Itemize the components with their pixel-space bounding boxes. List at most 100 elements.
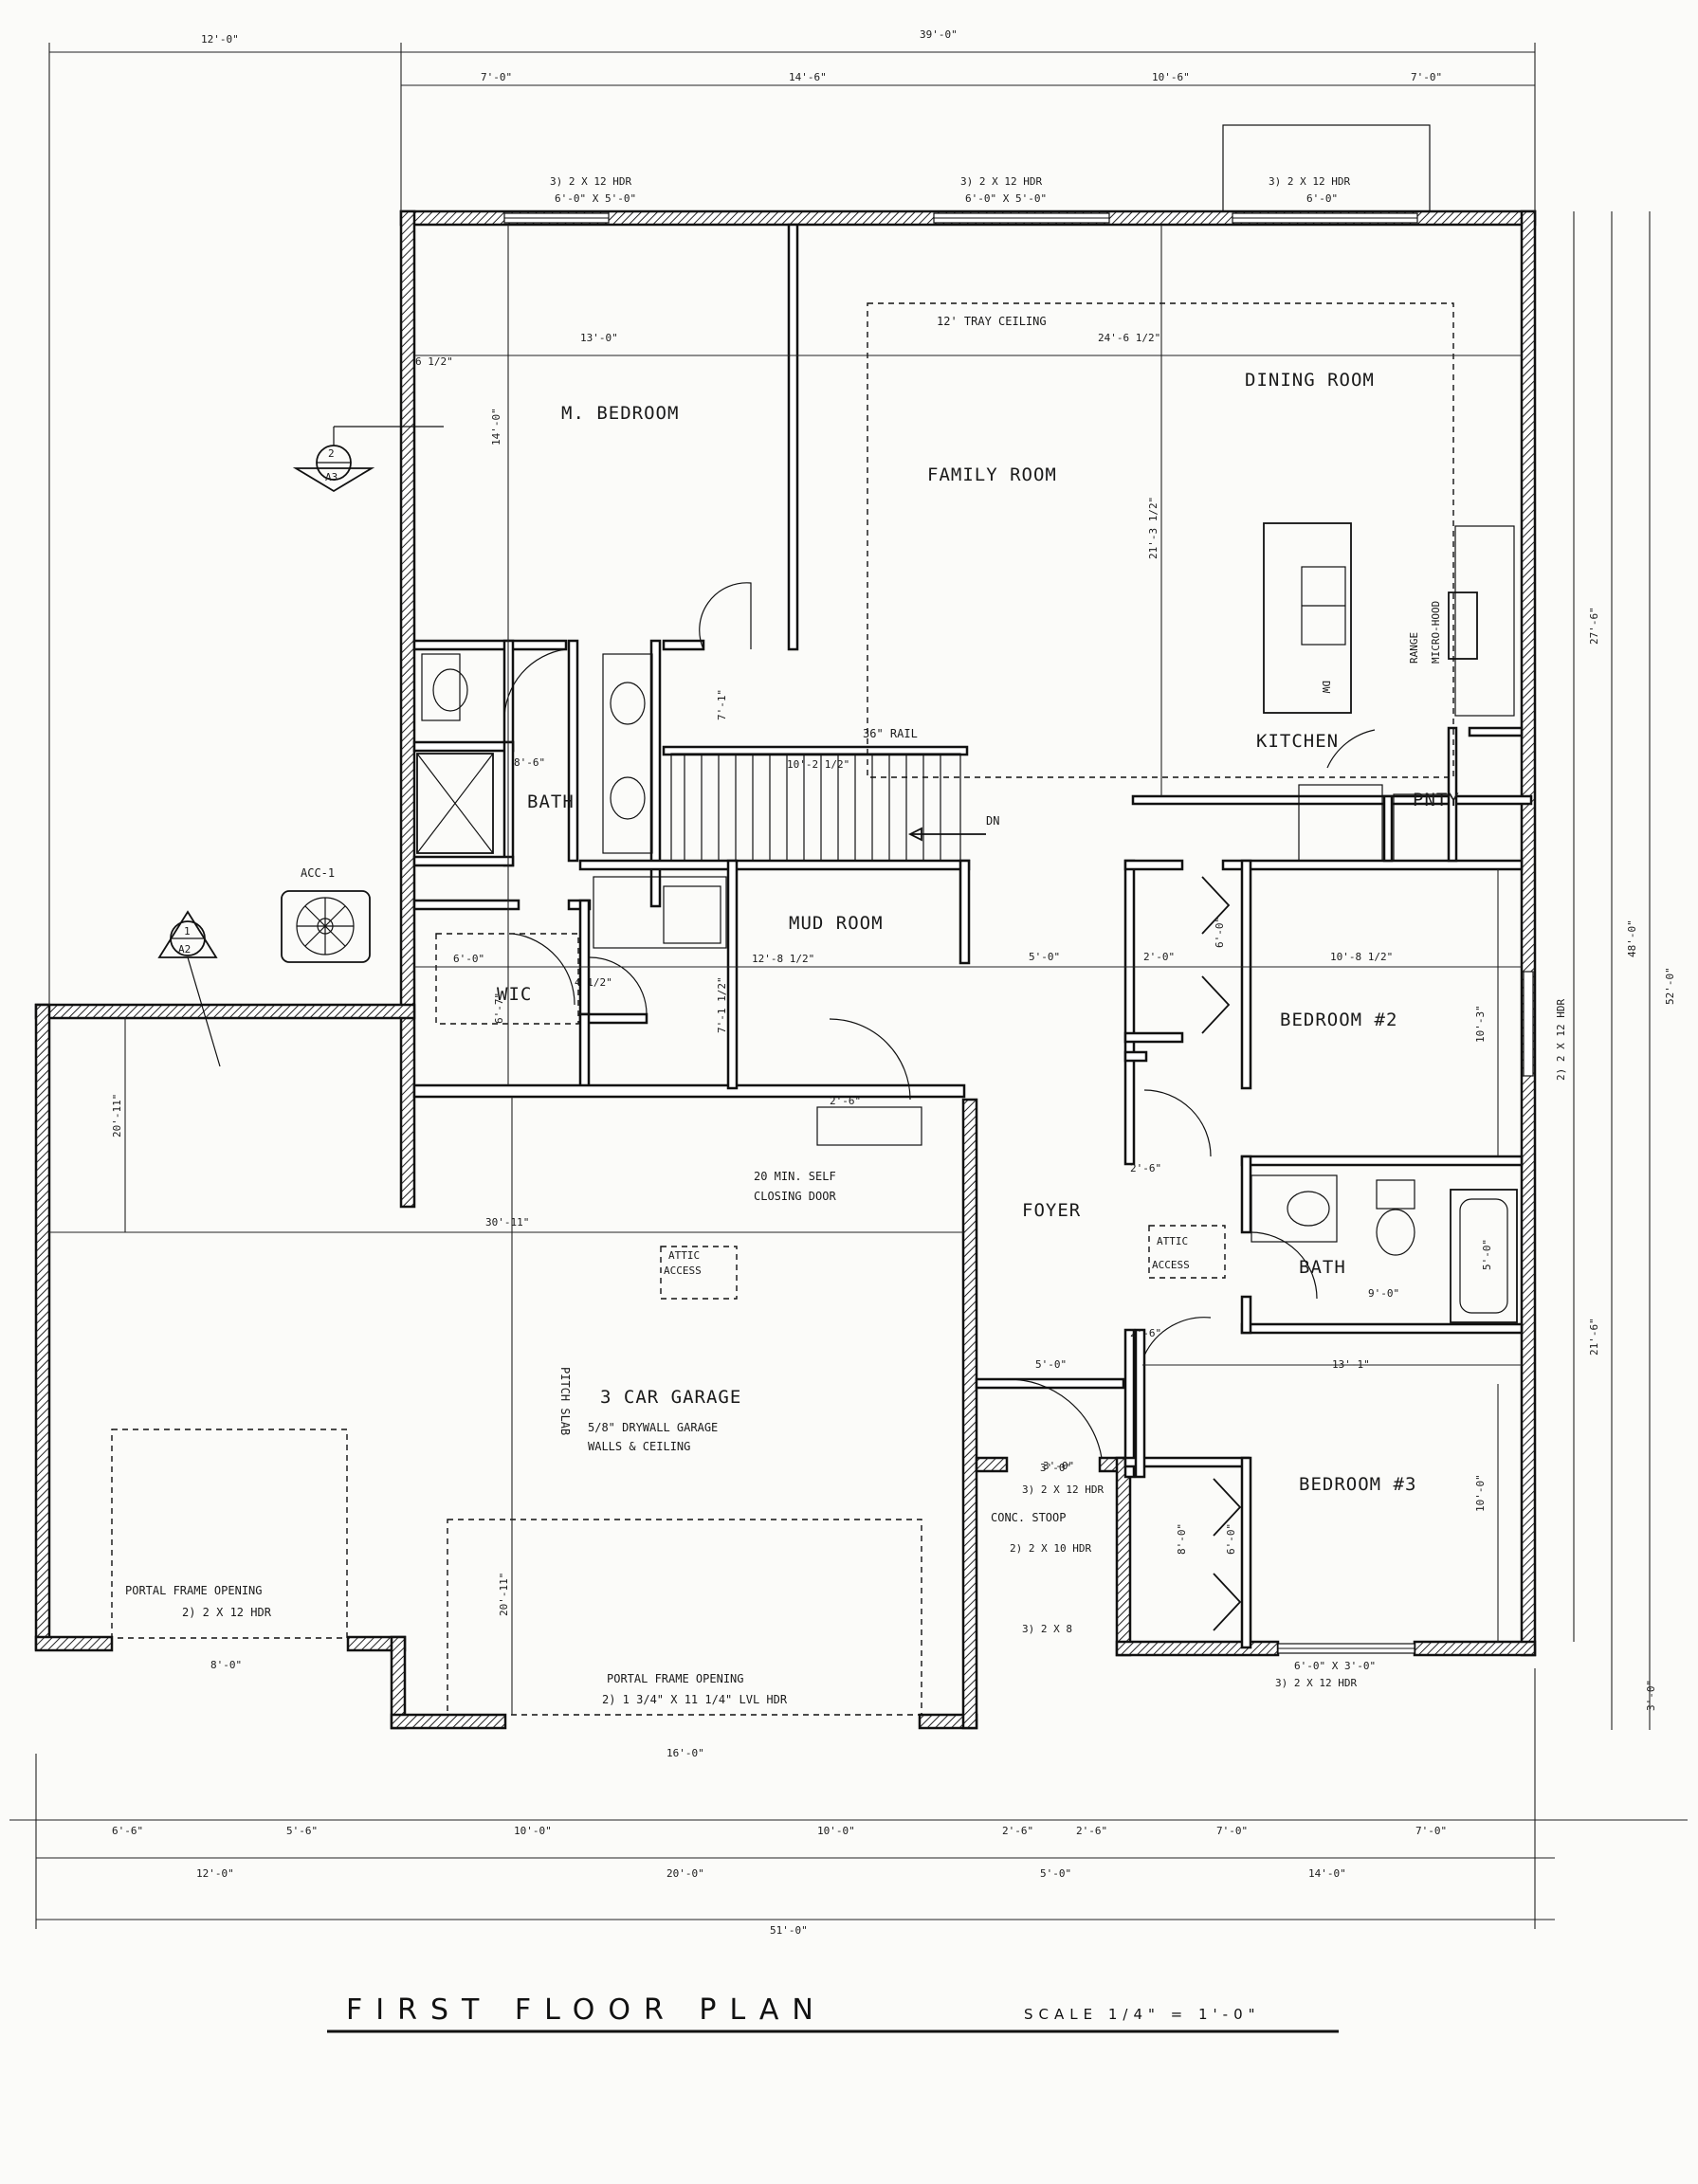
- portal-main-1: PORTAL FRAME OPENING: [607, 1672, 744, 1685]
- dim-bedroom-3-width: 13'-1": [1332, 1358, 1370, 1371]
- dim-bottom-2: 5'-6": [286, 1825, 318, 1837]
- attic-label-2b: ACCESS: [1152, 1259, 1190, 1271]
- dim-mud-width: 12'-8 1/2": [752, 953, 814, 965]
- range-note: RANGE: [1408, 632, 1420, 664]
- dim-bottom2-2: 20'-0": [666, 1867, 704, 1880]
- dim-bedroom-3-height: 10'-0": [1474, 1474, 1487, 1512]
- dim-top-3: 10'-6": [1152, 71, 1190, 83]
- dim-wic-height: 6'-7": [493, 992, 505, 1024]
- dim-master-bed-height: 14'-0": [490, 408, 502, 446]
- header-top-2b: 6'-0" X 5'-0": [965, 192, 1047, 205]
- section-mark-1-number: 2: [328, 447, 335, 460]
- dim-bottom-7: 7'-0": [1216, 1825, 1248, 1837]
- room-label-bedroom-2: BEDROOM #2: [1280, 1010, 1397, 1030]
- dim-right-stoop: 3'-0": [1645, 1680, 1657, 1711]
- dim-stair-width: 10'-2 1/2": [787, 758, 849, 771]
- dim-top-left: 12'-0": [201, 33, 239, 46]
- dim-door-bedroom-2: 2'-6": [1130, 1162, 1161, 1174]
- dim-closet-width: 2'-0": [1143, 951, 1175, 963]
- dim-right-upper: 27'-6": [1588, 607, 1600, 645]
- down-arrow-label: DN: [986, 814, 999, 828]
- dim-top-1: 7'-0": [481, 71, 512, 83]
- dim-garage-door-2: 16'-0": [666, 1747, 704, 1759]
- dashed-lines: [111, 302, 1454, 1716]
- acc-label: ACC-1: [301, 866, 335, 880]
- annotations: 12' TRAY CEILING 36" RAIL DN RANGE MICRO…: [125, 175, 1567, 1706]
- dim-door-mud: 2'-6": [830, 1095, 861, 1107]
- dim-right-overall: 52'-0": [1664, 967, 1676, 1005]
- stoop-beam: 3) 2 X 8: [1022, 1623, 1072, 1635]
- plan-title: FIRST FLOOR PLAN: [346, 1993, 827, 2027]
- attic-label-2: ATTIC: [1157, 1235, 1188, 1247]
- dim-mud-height: 7'-1 1/2": [716, 976, 728, 1033]
- dim-bottom-8: 7'-0": [1415, 1825, 1447, 1837]
- room-label-foyer: FOYER: [1022, 1200, 1081, 1221]
- dimension-lines: [9, 43, 1688, 1929]
- fixtures: [281, 522, 1518, 1631]
- room-label-bath-2: BATH: [1299, 1257, 1346, 1278]
- dim-closet-b3: 6'-0": [1225, 1523, 1237, 1555]
- dim-garage-height: 20'-11": [111, 1094, 123, 1138]
- dim-master-bed-width: 13'-0": [580, 332, 618, 344]
- room-label-master-bedroom: M. BEDROOM: [561, 403, 679, 424]
- attic-label-1b: ACCESS: [664, 1265, 702, 1277]
- portal-left-2: 2) 2 X 12 HDR: [182, 1606, 272, 1619]
- header-top-3: 3) 2 X 12 HDR: [1269, 175, 1350, 188]
- dim-bottom-1: 6'-6": [112, 1825, 143, 1837]
- portal-main-2: 2) 1 3/4" X 11 1/4" LVL HDR: [602, 1693, 788, 1706]
- room-label-kitchen: KITCHEN: [1256, 731, 1339, 752]
- microhood-note: MICRO-HOOD: [1430, 601, 1442, 664]
- garage-note-1: 5/8" DRYWALL GARAGE: [588, 1421, 718, 1434]
- dim-wic-width: 6'-0": [453, 953, 484, 965]
- room-label-pantry: PNTY: [1413, 790, 1460, 810]
- dim-stair-height: 7'-1": [716, 689, 728, 720]
- tray-ceiling-note: 12' TRAY CEILING: [937, 315, 1047, 328]
- dim-right-mid: 48'-0": [1626, 919, 1638, 957]
- dim-garage-height-2: 20'-11": [498, 1573, 510, 1616]
- portal-left-1: PORTAL FRAME OPENING: [125, 1584, 263, 1597]
- title-block: FIRST FLOOR PLAN SCALE 1/4" = 1'-0": [346, 1993, 1261, 2027]
- dim-bottom2-3: 5'-0": [1040, 1867, 1071, 1880]
- dim-bedroom-2-width: 10'-8 1/2": [1330, 951, 1393, 963]
- header-top-3b: 6'-0": [1306, 192, 1338, 205]
- dim-garage-width: 30'-11": [485, 1216, 529, 1228]
- dim-tub-length: 5'-0": [1481, 1239, 1493, 1270]
- dim-closet-b3b: 8'-0": [1176, 1523, 1188, 1555]
- dim-door-bedroom-3: 2'-6": [1130, 1327, 1161, 1339]
- section-mark-2-number: 1: [184, 925, 191, 937]
- dim-hall-width: 5'-0": [1029, 951, 1060, 963]
- dim-wall-thickness: 6 1/2": [415, 355, 453, 368]
- dim-stoop-width: 3'-0": [1040, 1462, 1071, 1474]
- dim-door-front: 3'-0": [1043, 1460, 1074, 1472]
- room-labels: M. BEDROOM FAMILY ROOM DINING ROOM KITCH…: [497, 370, 1460, 1524]
- section-mark-1-sheet: A3: [325, 471, 338, 483]
- pitch-slab-note: PITCH SLAB: [558, 1367, 572, 1435]
- dim-top-2: 14'-6": [789, 71, 827, 83]
- room-label-dining-room: DINING ROOM: [1245, 370, 1375, 391]
- attic-label-1: ATTIC: [668, 1249, 700, 1262]
- garage-note-2: WALLS & CEILING: [588, 1440, 690, 1453]
- dim-foyer-width: 5'-0": [1035, 1358, 1067, 1371]
- self-closing-note-1: 20 MIN. SELF: [754, 1170, 836, 1183]
- rail-note: 36" RAIL: [863, 727, 918, 740]
- header-top-1b: 6'-0" X 5'-0": [555, 192, 636, 205]
- room-label-master-bath: BATH: [527, 792, 575, 812]
- dim-bottom-overall: 51'-0": [770, 1924, 808, 1937]
- dim-bottom2-4: 14'-0": [1308, 1867, 1346, 1880]
- dimension-text: 39'-0" 12'-0" 7'-0" 14'-6" 10'-6" 7'-0" …: [111, 28, 1676, 1937]
- room-label-mud-room: MUD ROOM: [789, 913, 884, 934]
- dim-family-height: 21'-3 1/2": [1147, 497, 1159, 559]
- dim-family-width: 24'-6 1/2": [1098, 332, 1160, 344]
- dishwasher-note: DW: [1320, 681, 1332, 694]
- header-top-2: 3) 2 X 12 HDR: [960, 175, 1042, 188]
- stoop-hdr-2: 2) 2 X 10 HDR: [1010, 1542, 1091, 1555]
- room-label-bedroom-3: BEDROOM #3: [1299, 1474, 1416, 1495]
- stoop-hdr-1: 3) 2 X 12 HDR: [1022, 1483, 1104, 1496]
- dim-bottom-5: 2'-6": [1002, 1825, 1033, 1837]
- dim-garage-door-1: 8'-0": [210, 1659, 242, 1671]
- header-top-1: 3) 2 X 12 HDR: [550, 175, 631, 188]
- dim-top-4: 7'-0": [1411, 71, 1442, 83]
- plan-scale: SCALE 1/4" = 1'-0": [1024, 2006, 1261, 2023]
